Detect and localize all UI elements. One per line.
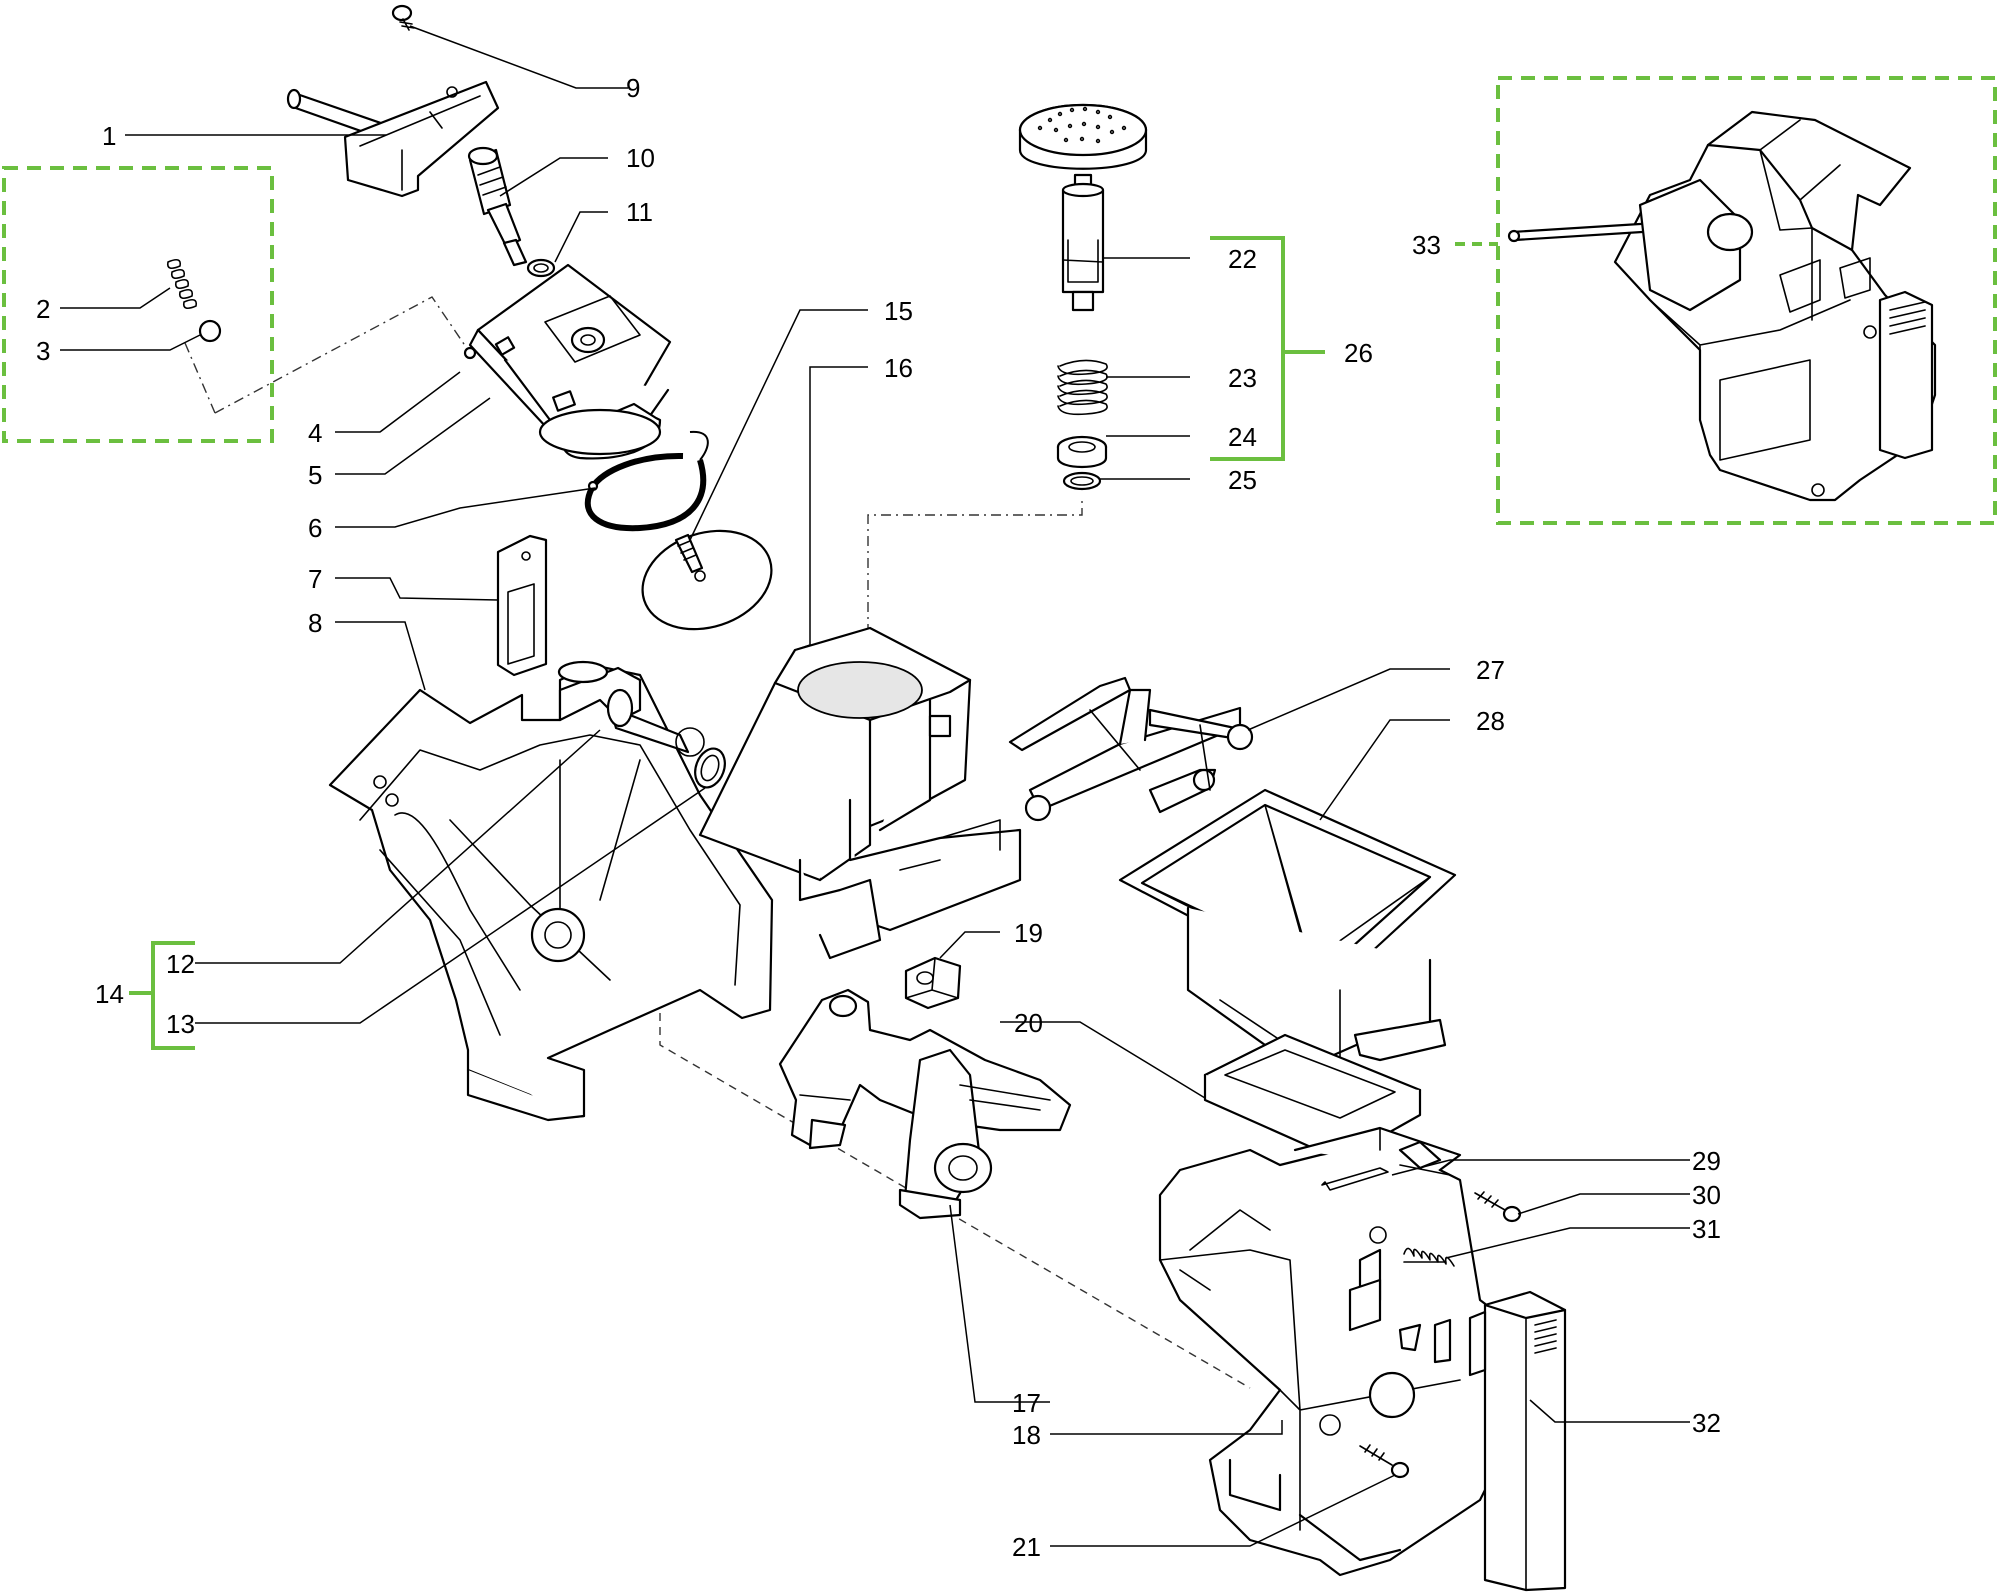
callout-20: 20 [1014,1008,1043,1038]
callout-labels: 9 1 10 11 2 3 4 5 6 7 8 15 16 22 23 24 2… [36,73,1721,1562]
part-5-valve-body [463,263,672,460]
callout-29: 29 [1692,1146,1721,1176]
callout-7: 7 [308,564,322,594]
callout-1: 1 [102,121,116,151]
part-33-brewing-unit [1507,110,1937,502]
callout-16: 16 [884,353,913,383]
callout-3: 3 [36,336,50,366]
group-box-33 [1455,76,1997,525]
part-3-ball [198,319,222,343]
callout-22: 22 [1228,244,1257,274]
callout-15: 15 [884,296,913,326]
part-17-cam [778,988,1072,1220]
callout-19: 19 [1014,918,1043,948]
part-15-disc [641,529,773,631]
callout-8: 8 [308,608,322,638]
callout-26: 26 [1344,338,1373,368]
group-box-2-3 [2,166,274,443]
construction-lines [184,296,1251,1389]
part-7-plate [496,534,548,677]
part-29-clip [1321,1167,1389,1191]
part-11-oring [526,258,556,278]
callout-28: 28 [1476,706,1505,736]
callout-11: 11 [626,197,653,227]
part-23-spring [1057,359,1108,416]
part-6-ring [584,430,709,532]
callout-24: 24 [1228,422,1257,452]
callout-33: 33 [1412,230,1441,260]
part-27-lever-assy [1008,676,1254,822]
part-18-frame [1158,1126,1522,1577]
part-8-frame [328,660,774,1122]
callout-14: 14 [95,979,124,1009]
part-32-handle [1468,1290,1567,1592]
part-9-screw [391,4,415,31]
leader-lines [60,25,1690,1547]
callout-18: 18 [1012,1420,1041,1450]
part-13-oring [694,747,726,789]
callout-17: 17 [1012,1388,1041,1418]
callout-23: 23 [1228,363,1257,393]
callout-32: 32 [1692,1408,1721,1438]
callout-5: 5 [308,460,322,490]
callout-21: 21 [1012,1532,1041,1562]
part-30-screw [1474,1191,1522,1223]
callout-30: 30 [1692,1180,1721,1210]
callout-13: 13 [166,1009,195,1039]
callout-10: 10 [626,143,655,173]
part-25-oring [1062,471,1102,491]
part-24-bushing [1056,435,1108,468]
part-1-lever [286,80,500,198]
callout-4: 4 [308,418,322,448]
callout-9: 9 [626,73,640,103]
callout-27: 27 [1476,655,1505,685]
callout-2: 2 [36,294,50,324]
part-21-screw [1359,1444,1410,1479]
part-19-block [904,956,962,1010]
part-12-oring [606,688,634,728]
callout-31: 31 [1692,1214,1721,1244]
part-10-pin [467,146,528,267]
callout-25: 25 [1228,465,1257,495]
bracket-14 [129,941,195,1050]
part-2-spring [166,258,198,310]
callout-6: 6 [308,513,322,543]
part-31-spring [1403,1247,1455,1267]
part-22-plunger [1018,103,1148,312]
part-28-funnel [1118,788,1457,1072]
bracket-26 [1210,236,1325,461]
part-16-chamber [698,626,1022,960]
callout-12: 12 [166,949,195,979]
